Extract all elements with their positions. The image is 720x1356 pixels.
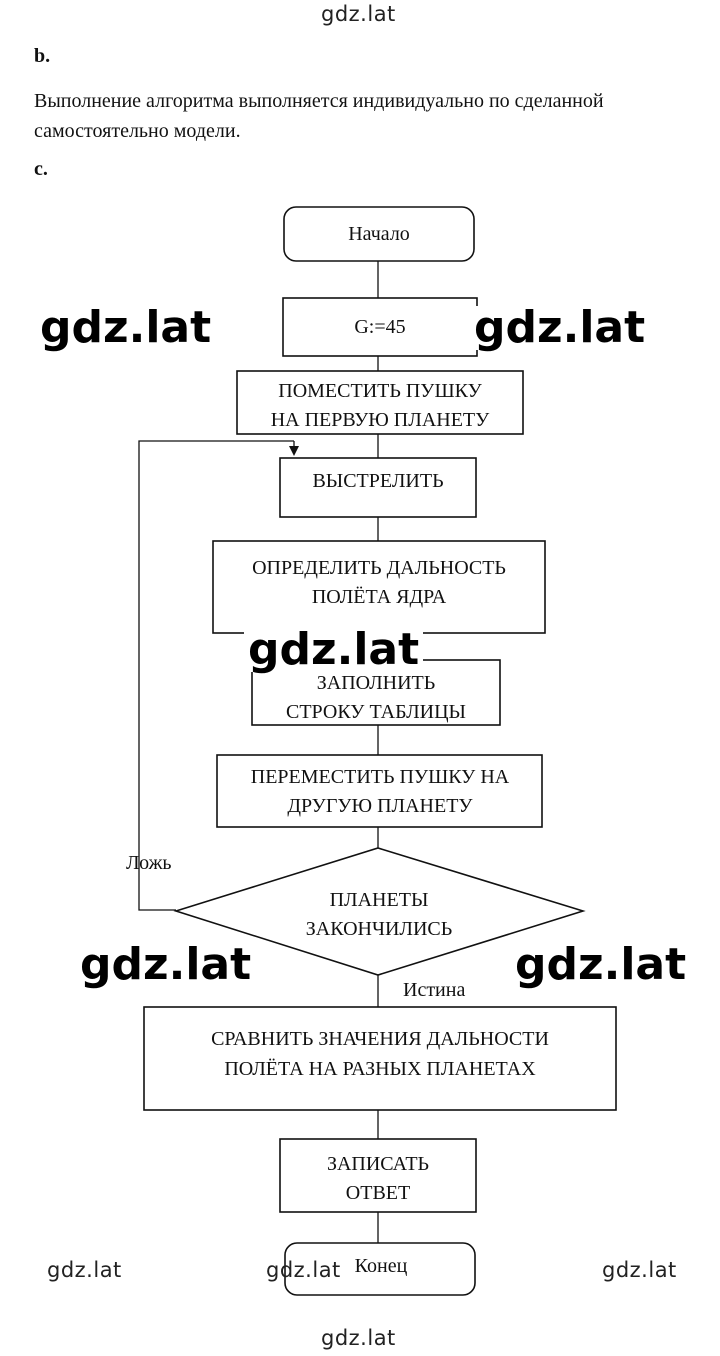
watermark-bottom-left: gdz.lat <box>47 1258 122 1282</box>
place-cannon-line1: ПОМЕСТИТЬ ПУШКУ <box>278 380 482 402</box>
condition-line2: ЗАКОНЧИЛИСЬ <box>306 918 452 940</box>
watermark-footer: gdz.lat <box>321 1326 396 1350</box>
watermark-top: gdz.lat <box>321 2 396 26</box>
measure-block <box>212 540 546 634</box>
section-c-label: c. <box>34 158 48 180</box>
write-answer-line1: ЗАПИСАТЬ <box>327 1153 429 1175</box>
end-text: Конец <box>355 1255 408 1277</box>
move-cannon-block <box>216 754 543 828</box>
watermark-bottom-center: gdz.lat <box>266 1258 341 1282</box>
end-terminal <box>284 1242 476 1296</box>
fill-row-line2: СТРОКУ ТАБЛИЦЫ <box>286 701 466 723</box>
condition-line1: ПЛАНЕТЫ <box>330 889 429 911</box>
assign-block <box>282 297 478 357</box>
watermark-right-lower: gdz.lat <box>511 943 691 987</box>
compare-line2: ПОЛЁТА НА РАЗНЫХ ПЛАНЕТАХ <box>224 1057 536 1080</box>
true-label: Истина <box>403 979 465 1001</box>
watermark-right-upper: gdz.lat <box>470 306 650 350</box>
shoot-text: ВЫСТРЕЛИТЬ <box>312 470 443 492</box>
false-label: Ложь <box>126 852 172 874</box>
place-cannon-block <box>236 370 524 435</box>
watermark-center: gdz.lat <box>244 628 424 672</box>
measure-line2: ПОЛЁТА ЯДРА <box>312 585 447 608</box>
watermark-bottom-right: gdz.lat <box>602 1258 677 1282</box>
write-answer-block <box>279 1138 477 1213</box>
loop-back-line <box>138 440 294 911</box>
write-answer-line2: ОТВЕТ <box>346 1182 410 1204</box>
paragraph-b: Выполнение алгоритма выполняется индивид… <box>34 90 604 142</box>
place-cannon-line2: НА ПЕРВУЮ ПЛАНЕТУ <box>271 409 490 431</box>
section-b-label: b. <box>34 45 51 67</box>
move-cannon-line1: ПЕРЕМЕСТИТЬ ПУШКУ НА <box>251 766 510 788</box>
watermark-left-upper: gdz.lat <box>36 306 216 350</box>
move-cannon-line2: ДРУГУЮ ПЛАНЕТУ <box>287 795 473 817</box>
watermark-left-lower: gdz.lat <box>76 943 256 987</box>
compare-block <box>143 1006 617 1111</box>
condition-diamond <box>173 847 586 976</box>
compare-line1: СРАВНИТЬ ЗНАЧЕНИЯ ДАЛЬНОСТИ <box>211 1028 549 1050</box>
shoot-block <box>279 457 477 518</box>
fill-row-line1: ЗАПОЛНИТЬ <box>317 672 436 694</box>
measure-line1: ОПРЕДЕЛИТЬ ДАЛЬНОСТЬ <box>252 557 506 579</box>
start-text: Начало <box>348 223 410 245</box>
start-terminal <box>283 206 475 262</box>
assign-text: G:=45 <box>354 316 405 338</box>
